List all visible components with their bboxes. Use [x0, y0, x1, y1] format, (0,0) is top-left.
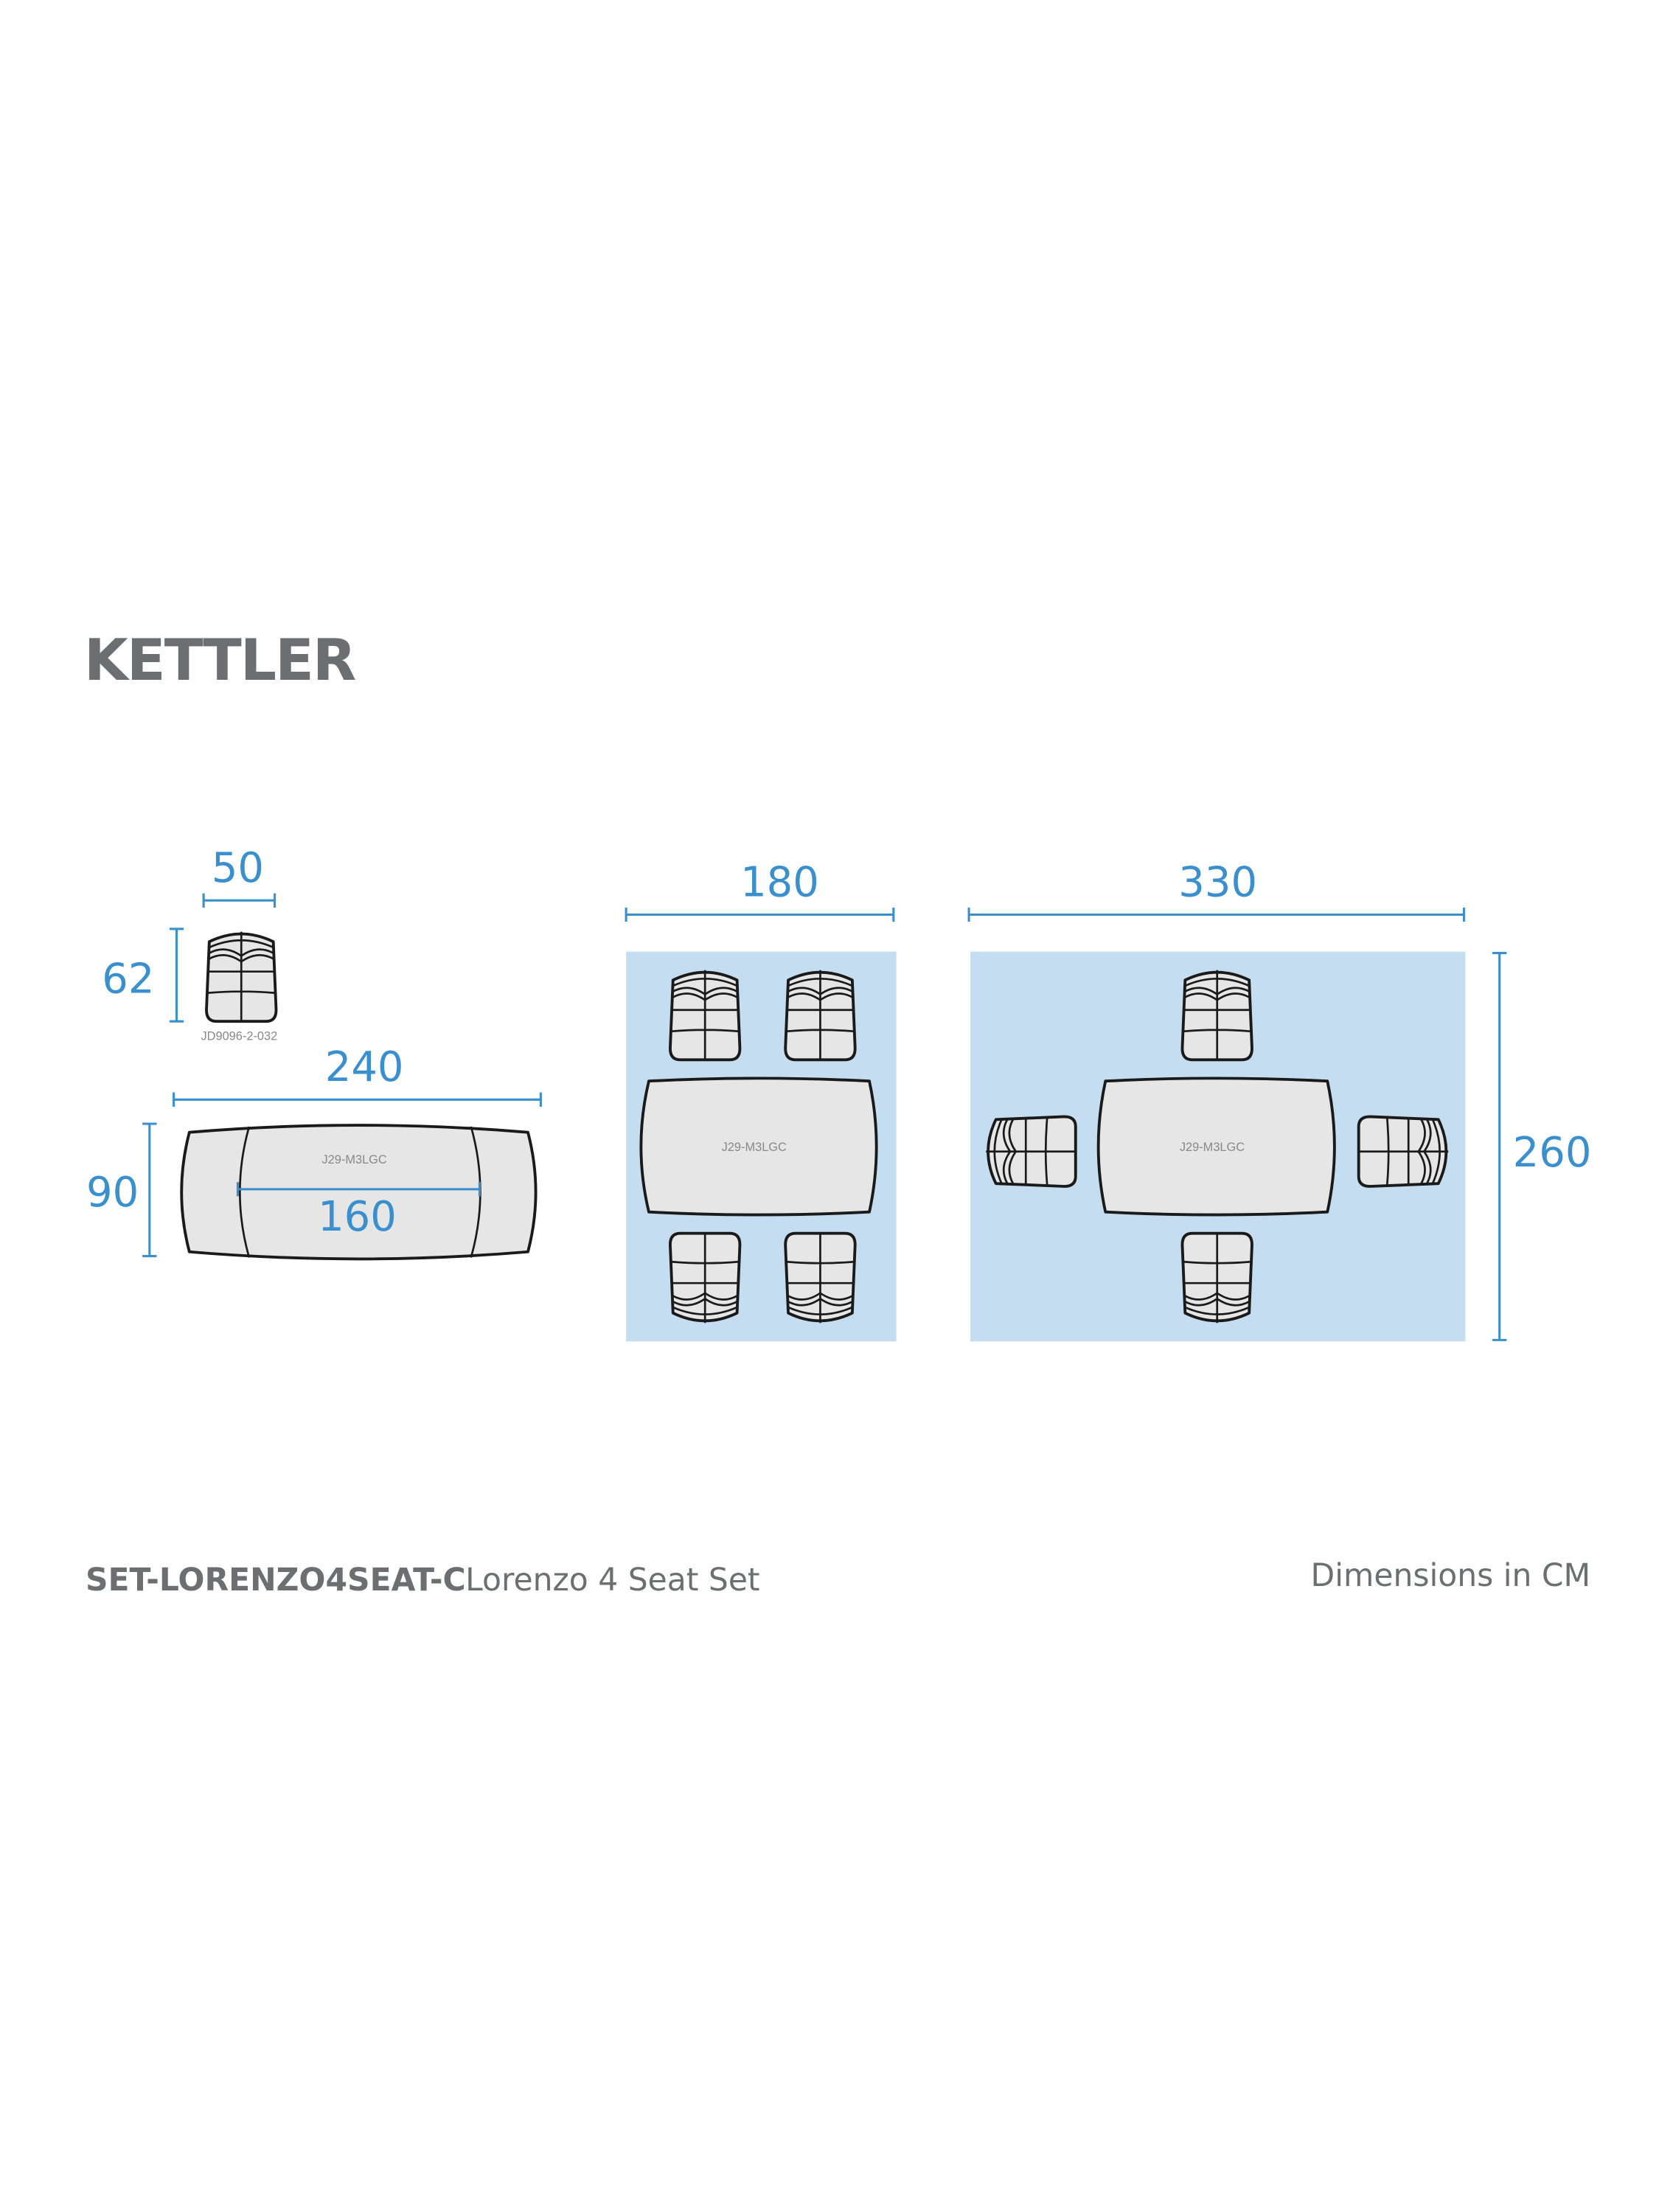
chair-depth-line	[169, 928, 184, 1023]
layout-side-by-side: 180 J29-M3LGC	[625, 858, 897, 1342]
layout-ends: 330 J29-M3LGC 260	[967, 858, 1592, 1342]
table-length-label: 240	[325, 1043, 404, 1091]
chair-depth-label: 62	[102, 956, 154, 1004]
chair-code: JD9096-2-032	[201, 1029, 277, 1043]
chair-icon	[984, 1115, 1077, 1188]
table-width-label: 90	[86, 1169, 139, 1217]
table-top-icon	[180, 1124, 538, 1261]
units-note: Dimensions in CM	[1311, 1558, 1591, 1594]
table-top-icon	[639, 1077, 878, 1217]
table-inner-length-label: 160	[318, 1193, 397, 1241]
table-inner-length-line	[236, 1182, 481, 1197]
layout-b-width-line	[967, 907, 1465, 922]
layout-b-depth-label: 260	[1513, 1129, 1592, 1177]
table-top-icon	[1096, 1077, 1336, 1217]
chair-icon	[668, 1231, 742, 1325]
table-width-line	[142, 1122, 157, 1258]
table-detail: 240 90 J29-M3LGC 160	[86, 1043, 542, 1261]
chair-width-label: 50	[212, 844, 264, 892]
chair-detail: 50 62 JD9096-2-032	[102, 844, 278, 1043]
layout-b-width-label: 330	[1178, 858, 1257, 906]
chair-icon	[1357, 1115, 1450, 1188]
layout-b-table-code: J29-M3LGC	[1180, 1141, 1245, 1154]
layout-a-table-code: J29-M3LGC	[722, 1141, 787, 1154]
layout-a-width-label: 180	[740, 858, 819, 906]
chair-icon	[1180, 1231, 1253, 1325]
chair-icon	[784, 1231, 857, 1325]
kettler-logo: KETTLER	[84, 627, 355, 694]
chair-icon	[1180, 968, 1253, 1062]
layout-b-depth-line	[1492, 952, 1507, 1341]
chair-width-line	[202, 893, 276, 908]
product-name: Lorenzo 4 Seat Set	[465, 1562, 759, 1599]
chair-icon	[668, 968, 742, 1062]
chair-icon	[205, 930, 278, 1023]
chair-icon	[784, 968, 857, 1062]
layout-a-width-line	[625, 907, 895, 922]
table-code: J29-M3LGC	[321, 1153, 386, 1166]
product-sku: SET-LORENZO4SEAT-C	[86, 1562, 466, 1599]
table-length-line	[173, 1092, 542, 1107]
